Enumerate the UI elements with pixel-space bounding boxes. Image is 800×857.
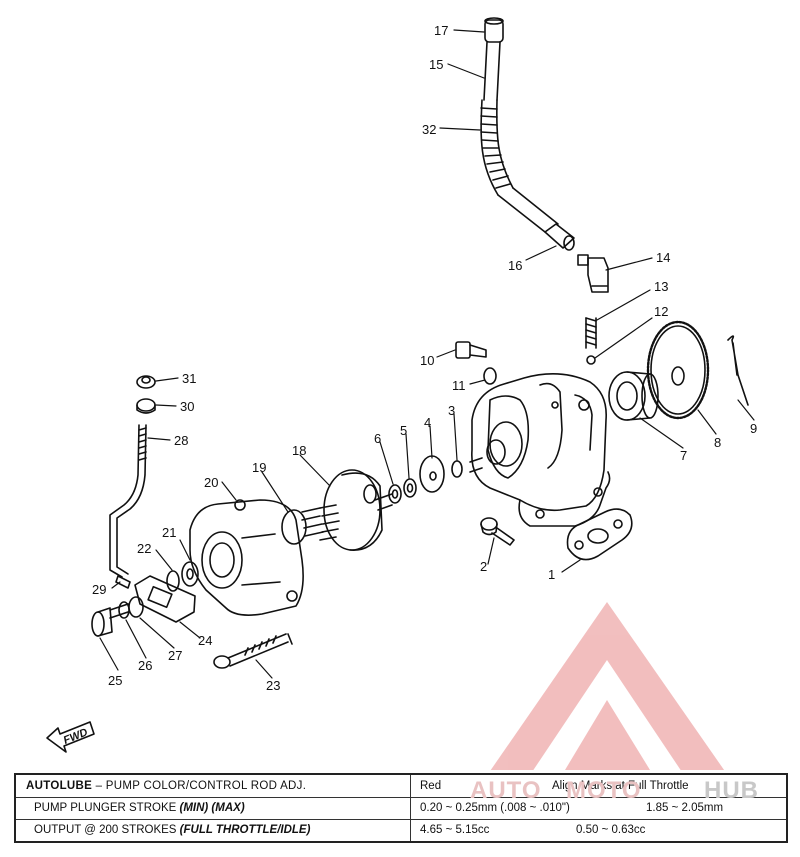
spring-19	[281, 504, 340, 545]
column-divider	[410, 775, 411, 841]
shim-5	[403, 478, 417, 498]
svg-text:MOTO: MOTO	[566, 777, 642, 804]
callout-28: 28	[174, 433, 188, 448]
callout-23: 23	[266, 678, 280, 693]
callout-13: 13	[654, 279, 668, 294]
callout-32: 32	[422, 122, 436, 137]
hose-fitting-17	[484, 17, 504, 43]
washer-26	[118, 601, 130, 619]
spec-table: AUTOLUBE – PUMP COLOR/CONTROL ROD ADJ. R…	[14, 773, 788, 843]
row2-label: PUMP PLUNGER STROKE (MIN) (MAX)	[34, 802, 245, 814]
plate-24	[134, 575, 196, 623]
washer-21	[181, 561, 199, 587]
callout-12: 12	[654, 304, 668, 319]
shim-3	[451, 460, 463, 478]
svg-text:HUB: HUB	[704, 777, 759, 804]
callout-29: 29	[92, 582, 106, 597]
row3-label: OUTPUT @ 200 STROKES (FULL THROTTLE/IDLE…	[34, 824, 311, 836]
control-rod-28	[109, 424, 147, 578]
svg-text:AUTO: AUTO	[470, 777, 542, 804]
screw-2	[480, 517, 515, 546]
callout-30: 30	[180, 399, 194, 414]
check-ball-12	[586, 355, 596, 365]
callout-22: 22	[137, 541, 151, 556]
banjo-elbow-14	[577, 254, 609, 293]
callout-20: 20	[204, 475, 218, 490]
row1-value-color: Red	[420, 780, 442, 792]
callout-17: 17	[434, 23, 448, 38]
callout-18: 18	[292, 443, 306, 458]
callout-7: 7	[680, 448, 687, 463]
callout-2: 2	[480, 559, 487, 574]
bolt-10	[455, 341, 487, 359]
callout-26: 26	[138, 658, 152, 673]
spring-hose-32	[480, 99, 559, 233]
callout-27: 27	[168, 648, 182, 663]
callout-numbers: 17 15 32 16 14 13 12 10 11 31 30 28 9 8 …	[92, 23, 757, 693]
callout-14: 14	[656, 250, 670, 265]
clip-29	[115, 575, 131, 589]
gasket-1	[566, 508, 633, 561]
row1-title: AUTOLUBE – PUMP COLOR/CONTROL ROD ADJ.	[26, 780, 307, 792]
oil-seal-7	[608, 371, 659, 421]
washer-11	[483, 367, 497, 385]
exploded-parts-diagram: FWD 17 15 32 16 14 13 12 10 11 31 30 28 …	[46, 17, 757, 770]
row2-value-min: 0.20 ~ 0.25mm (.008 ~ .010")	[420, 802, 570, 814]
callout-1: 1	[548, 567, 555, 582]
pump-cover-20	[189, 499, 304, 616]
nut-31	[136, 375, 156, 389]
leader-lines	[99, 29, 755, 679]
row3-value-full: 4.65 ~ 5.15cc	[420, 824, 490, 836]
callout-25: 25	[108, 673, 122, 688]
callout-24: 24	[198, 633, 212, 648]
callout-3: 3	[448, 403, 455, 418]
row2-value-max: 1.85 ~ 2.05mm	[646, 802, 724, 814]
callout-19: 19	[252, 460, 266, 475]
callout-8: 8	[714, 435, 721, 450]
callout-5: 5	[400, 423, 407, 438]
fwd-arrow-icon	[46, 721, 95, 753]
plunger-cam-18	[323, 469, 393, 551]
washer-22	[166, 570, 180, 592]
table-row-plunger-stroke: PUMP PLUNGER STROKE (MIN) (MAX) 0.20 ~ 0…	[16, 797, 786, 820]
callout-6: 6	[374, 431, 381, 446]
callout-10: 10	[420, 353, 434, 368]
callout-31: 31	[182, 371, 196, 386]
cotter-pin-9	[727, 335, 749, 406]
nut-30	[136, 398, 156, 414]
row3-value-idle: 0.50 ~ 0.63cc	[576, 824, 646, 836]
callout-15: 15	[429, 57, 443, 72]
callout-4: 4	[424, 415, 431, 430]
delivery-pipe-15	[483, 41, 501, 101]
drive-gear-8	[646, 320, 710, 420]
hose-connector-16	[544, 223, 575, 251]
table-row-output: OUTPUT @ 200 STROKES (FULL THROTTLE/IDLE…	[16, 819, 786, 841]
callout-11: 11	[452, 378, 466, 393]
watermark-logo	[490, 602, 725, 770]
callout-16: 16	[508, 258, 522, 273]
check-spring-13	[585, 317, 597, 349]
callout-9: 9	[750, 421, 757, 436]
table-row-autolube: AUTOLUBE – PUMP COLOR/CONTROL ROD ADJ. R…	[16, 775, 786, 798]
long-screw-23	[213, 633, 293, 669]
row1-value-align: Align Marks at Full Throttle	[552, 780, 689, 792]
callout-21: 21	[162, 525, 176, 540]
bolt-25	[91, 603, 129, 637]
